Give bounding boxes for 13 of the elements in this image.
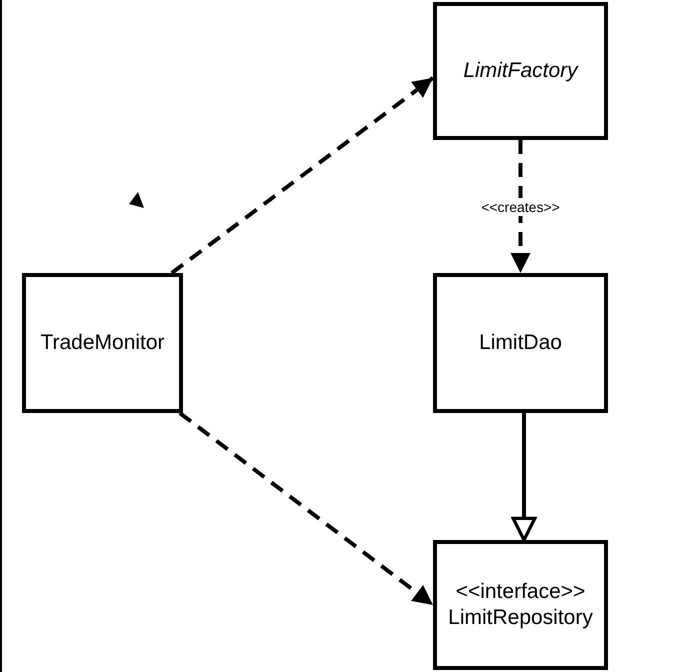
class-name: LimitDao <box>479 330 562 356</box>
class-box <box>433 273 608 413</box>
stereotype-label: <<interface>> <box>456 578 586 605</box>
class-box <box>433 540 608 670</box>
class-name: LimitFactory <box>463 58 578 84</box>
class-name: TradeMonitor <box>40 330 165 356</box>
class-name: LimitRepository <box>448 605 593 631</box>
dependency-arrow <box>178 411 434 607</box>
dependency-arrow <box>170 76 434 275</box>
dependency-arrow <box>510 140 530 273</box>
inheritance-arrow <box>512 413 536 542</box>
class-box <box>433 2 608 140</box>
class-box <box>22 273 183 413</box>
